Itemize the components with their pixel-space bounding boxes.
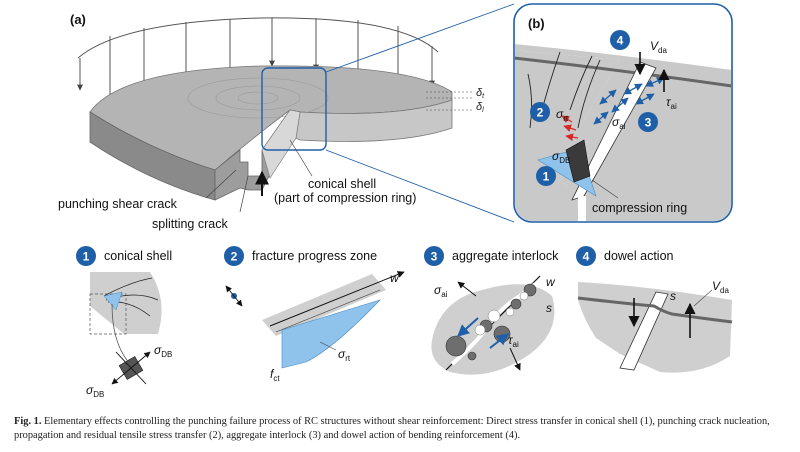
tau-ai-label: τai [666, 95, 677, 111]
load-envelope [77, 17, 439, 59]
detail-1-title: conical shell [104, 249, 172, 263]
detail-1-sigma-db-top: σDB [154, 343, 172, 359]
detail-dowel-action: 4 dowel action s Vda [576, 246, 733, 373]
panel-b: (b) 4 2 3 1 Vda τai σai σrt σDB compress… [513, 3, 733, 223]
slab-right-part [295, 99, 453, 142]
top-ring [215, 85, 301, 111]
detail-4-badge [576, 246, 596, 266]
svg-text:3: 3 [431, 250, 438, 264]
leader-splitting [239, 175, 249, 213]
detail-2-badge [224, 246, 244, 266]
detail-conical-shell: 1 conical shell σDB σDB [76, 246, 172, 399]
label-splitting-crack: splitting crack [152, 217, 228, 231]
detail-3-tau-arrow [457, 317, 479, 337]
detail-1-badge [76, 246, 96, 266]
sigma-db-label: σDB [552, 149, 570, 165]
detail-4-vda: Vda [712, 279, 729, 295]
detail-4-s-label: s [670, 289, 676, 303]
detail-fracture-zone: 2 fracture progress zone w σrt fct [224, 246, 405, 383]
top-ring [237, 91, 279, 105]
badge-1: 1 [536, 166, 556, 186]
zoom-line [325, 149, 515, 223]
detail-2-fct: fct [270, 367, 280, 383]
sigma-rt-label: σrt [556, 107, 569, 123]
detail-3-sigma-arrow [509, 347, 521, 371]
detail-1-element [111, 351, 151, 385]
detail-3-sigma-ai: σai [434, 283, 448, 299]
compression-zone [565, 139, 591, 183]
detail-1-stress [103, 291, 123, 311]
v-da-label: Vda [650, 39, 667, 55]
detail-2-particle-arrow [233, 295, 243, 307]
column-edge [578, 196, 586, 221]
detail-2-stress-curve [281, 299, 382, 369]
zoom-line [325, 3, 515, 73]
detail-1-sigma-db-bottom: σDB [86, 383, 104, 399]
leader-conical [289, 139, 313, 177]
detail-3-s-label: s [546, 301, 552, 315]
figure-caption: Fig. 1. Elementary effects controlling t… [14, 415, 790, 443]
detail-2-leader [319, 341, 337, 351]
secondary-crack [527, 73, 533, 129]
caption-prefix: Fig. 1. [14, 416, 42, 427]
detail-2-particle-arrow [225, 285, 235, 297]
detail-2-sigma-rt: σrt [338, 347, 351, 363]
detail-3-w-label: w [546, 275, 556, 289]
leader-punching [205, 169, 237, 199]
svg-text:2: 2 [231, 250, 238, 264]
tensile-arrows [561, 115, 579, 142]
detail-2-crack-face [275, 289, 381, 333]
compression-ring-label: compression ring [592, 201, 687, 215]
secondary-crack [569, 55, 593, 111]
delta-t-label: δt [476, 87, 485, 100]
panel-b-label: (b) [528, 16, 545, 31]
panel-a: (a) [58, 3, 515, 231]
label-conical-shell: conical shell [308, 177, 376, 191]
reinforcement-bar [515, 56, 731, 88]
detail-aggregate-interlock: 3 aggregate interlock σai τai w s [424, 246, 559, 375]
detail-3-tau-arrow [489, 333, 509, 349]
detail-2-concrete [262, 274, 386, 336]
top-ring [187, 77, 329, 119]
caption-text: Elementary effects controlling the punch… [14, 416, 770, 441]
badge-2: 2 [530, 102, 550, 122]
zoom-region [261, 67, 327, 151]
svg-text:3: 3 [645, 116, 652, 130]
detail-3-sigma-arrow [457, 281, 477, 297]
detail-3-voids [474, 291, 529, 336]
badge-3: 3 [638, 112, 658, 132]
panel-a-label: (a) [70, 12, 86, 27]
detail-4-crack [619, 291, 669, 371]
detail-3-title: aggregate interlock [452, 249, 559, 263]
detail-2-crack [269, 271, 405, 327]
svg-text:1: 1 [543, 170, 550, 184]
detail-4-leader [693, 289, 713, 307]
deflection-marks [426, 91, 474, 111]
sigma-ai-label: σai [612, 115, 626, 131]
svg-text:1: 1 [83, 250, 90, 264]
svg-text:2: 2 [537, 106, 544, 120]
detail-4-bar [577, 296, 733, 324]
svg-text:4: 4 [583, 250, 590, 264]
detail-2-title: fracture progress zone [252, 249, 377, 263]
label-punching-shear-crack: punching shear crack [58, 197, 178, 211]
label-compression-ring-part: (part of compression ring) [274, 191, 416, 205]
detail-3-tau-ai: τai [508, 333, 519, 349]
detail-3-badge [424, 246, 444, 266]
detail-3-concrete [431, 284, 555, 375]
detail-2-w-label: w [390, 271, 400, 285]
delta-l-label: δl [476, 101, 484, 114]
detail-4-title: dowel action [604, 249, 674, 263]
badge-4: 4 [610, 30, 630, 50]
svg-text:4: 4 [617, 34, 624, 48]
compression-ring-leader [591, 179, 619, 199]
secondary-crack [577, 59, 601, 129]
